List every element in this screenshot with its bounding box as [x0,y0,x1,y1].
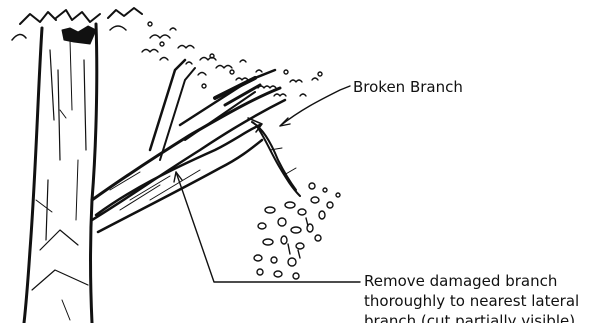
upper-foliage [142,22,322,96]
remove-branch-label-line-3: branch (cut partially visible) [364,311,579,323]
remove-branch-label-line-2: thoroughly to nearest lateral [364,291,579,311]
remove-branch-leader [176,172,360,282]
broken-branch-foliage [254,183,340,279]
tree-trunk [12,8,142,323]
broken-branch-leader [280,86,350,126]
main-branch [92,60,285,220]
leader-lines [174,86,360,282]
remove-branch-label: Remove damaged branch thoroughly to near… [364,271,579,323]
broken-branch [248,118,300,196]
remove-branch-label-line-1: Remove damaged branch [364,271,579,291]
broken-branch-label: Broken Branch [353,77,463,97]
